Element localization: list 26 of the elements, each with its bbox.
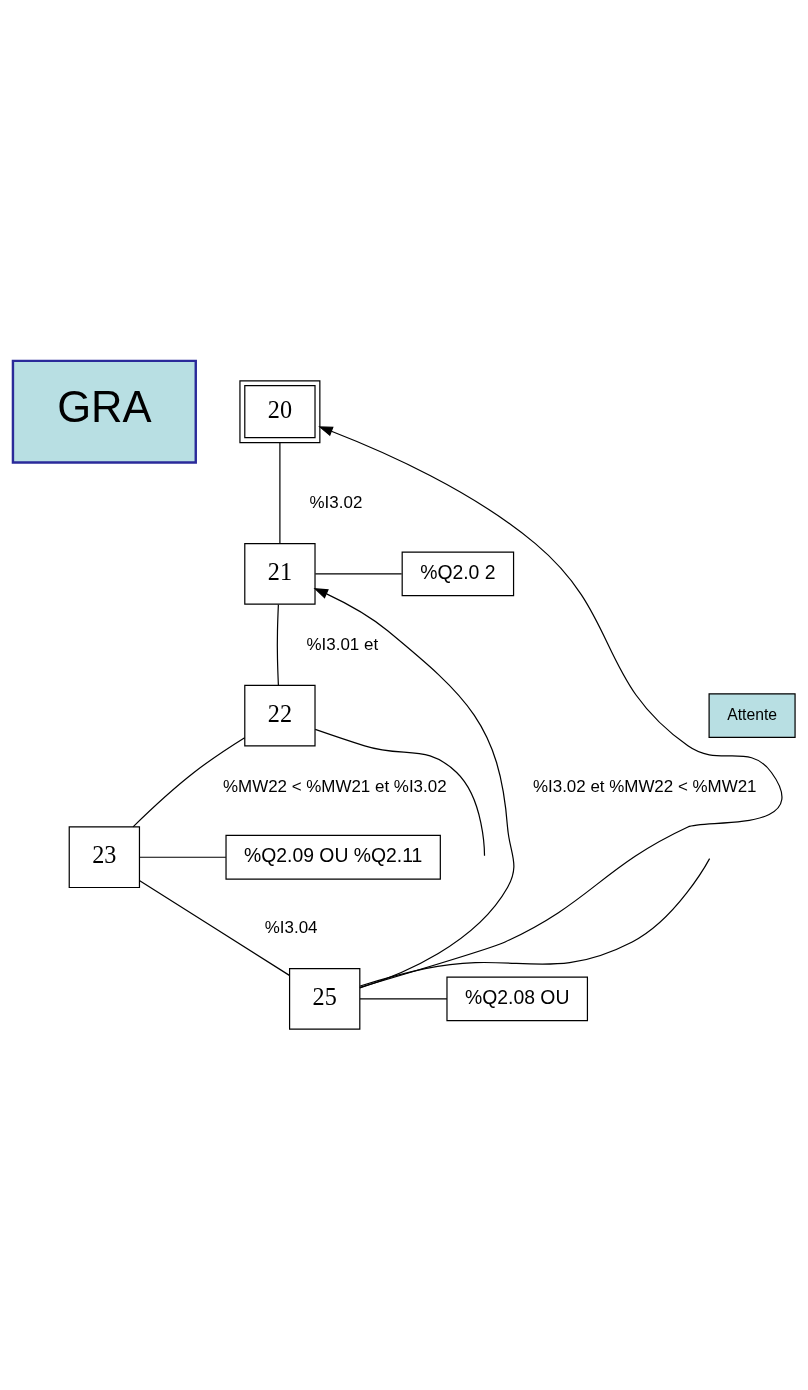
connector	[276, 604, 279, 686]
edge-label: %I3.01 et	[306, 634, 379, 654]
node-box: %Q2.0 2	[401, 551, 515, 597]
arrow	[318, 426, 783, 988]
connector	[314, 573, 403, 575]
connector	[139, 880, 290, 976]
edge-label: %I3.02	[309, 493, 363, 513]
node-box: %Q2.09 OU %Q2.11	[225, 834, 441, 880]
node-box: 21	[244, 543, 316, 605]
node-box: 23	[68, 826, 141, 889]
edge-label: %MW22 < %MW21 et %I3.02	[223, 776, 447, 796]
connector	[132, 737, 246, 828]
connector	[279, 442, 281, 544]
edge-label: %I3.04	[264, 918, 318, 938]
edge-label: %I3.02 et %MW22 < %MW21	[532, 776, 757, 796]
node-box: Attente	[708, 693, 796, 738]
node-box: 22	[244, 684, 316, 747]
connector	[139, 856, 227, 858]
node-box: %Q2.08 OU	[446, 976, 589, 1022]
connector	[359, 998, 448, 1000]
node-box: 20	[239, 380, 321, 444]
arrow	[313, 588, 515, 989]
connector	[314, 728, 486, 857]
connector	[359, 858, 711, 987]
node-box: GRA	[11, 359, 197, 464]
node-box: 25	[289, 968, 361, 1030]
